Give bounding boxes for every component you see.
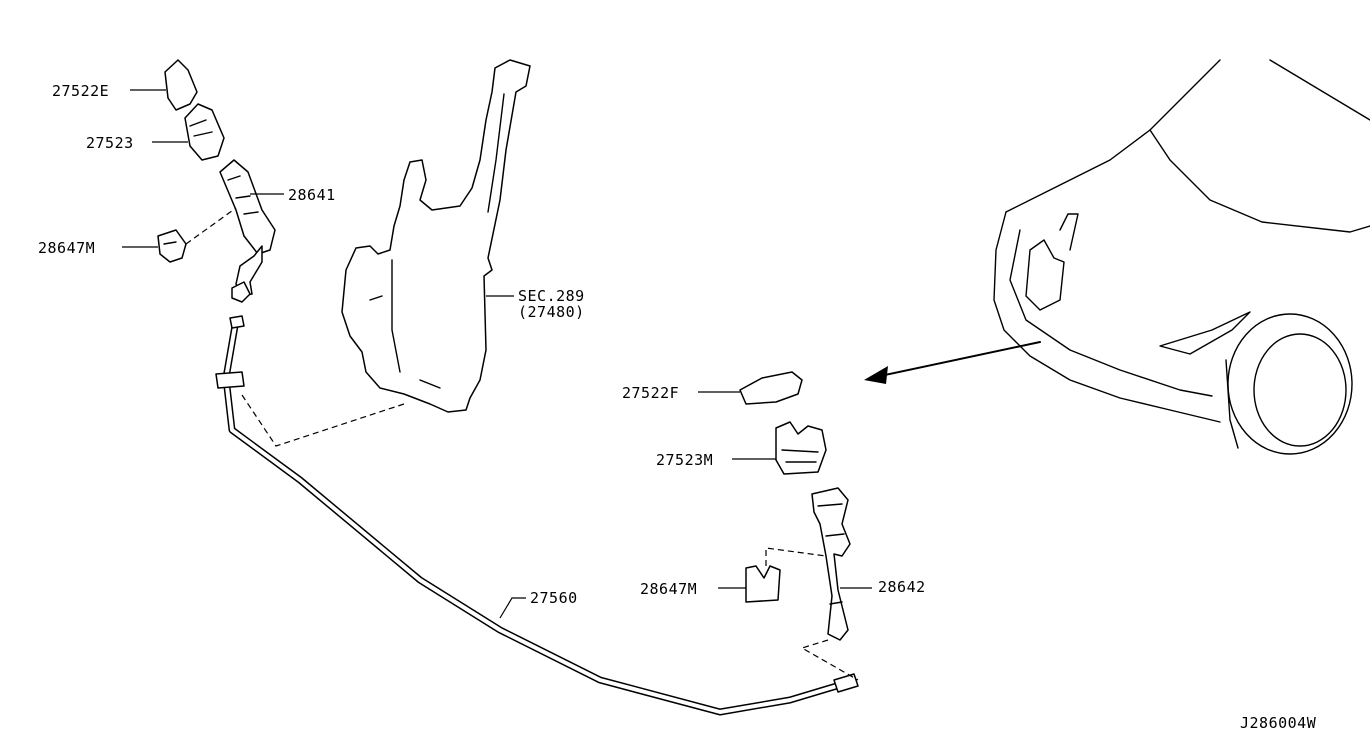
nozzle-28641: [219, 159, 276, 303]
dashed-guide-clip-right: [765, 547, 827, 566]
nozzle-cap-27522f: [739, 371, 803, 405]
label-27522e: 27522E: [52, 82, 109, 100]
label-27560: 27560: [530, 589, 578, 607]
hose-27560: [215, 315, 859, 716]
diagram-code: J286004W: [1240, 714, 1317, 732]
nozzle-bracket-27523: [184, 103, 225, 161]
dashed-guide-hose-right: [800, 639, 859, 681]
nozzle-bracket-27523m: [775, 421, 827, 475]
dashed-guide-tank: [239, 391, 405, 447]
label-28647m-left: 28647M: [38, 239, 95, 257]
clip-28647m-left: [157, 229, 187, 263]
label-27523m: 27523M: [656, 451, 713, 469]
washer-tank: [341, 59, 531, 413]
clip-28647m-right: [745, 565, 781, 603]
label-28647m-right: 28647M: [640, 580, 697, 598]
car-front-view: [993, 59, 1370, 455]
label-27480: (27480): [518, 303, 585, 321]
nozzle-28642: [811, 487, 851, 641]
label-sec289: SEC.289: [518, 287, 585, 305]
label-28641: 28641: [288, 186, 336, 204]
dashed-guide-clip-left: [185, 207, 237, 245]
label-28642: 28642: [878, 578, 926, 596]
label-27522f: 27522F: [622, 384, 679, 402]
label-27523: 27523: [86, 134, 134, 152]
nozzle-cap-27522e: [164, 59, 198, 111]
pointer-arrow: [864, 341, 1041, 384]
